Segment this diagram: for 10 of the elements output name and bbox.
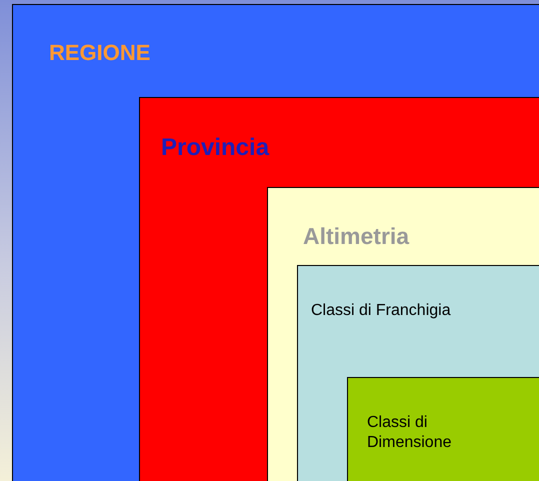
area-title: Provincia: [161, 133, 270, 163]
nested-area-box: [139, 97, 539, 481]
area-title: Classi di Franchigia: [311, 301, 452, 321]
area-title: REGIONE: [49, 39, 152, 66]
area-title: Altimetria: [303, 222, 410, 251]
area-title: Classi di Dimensione: [367, 413, 452, 453]
nested-area-box: [12, 4, 539, 481]
nested-area-box: [267, 187, 539, 481]
nested-area-box: [347, 377, 539, 481]
nested-area-box: [297, 265, 539, 481]
